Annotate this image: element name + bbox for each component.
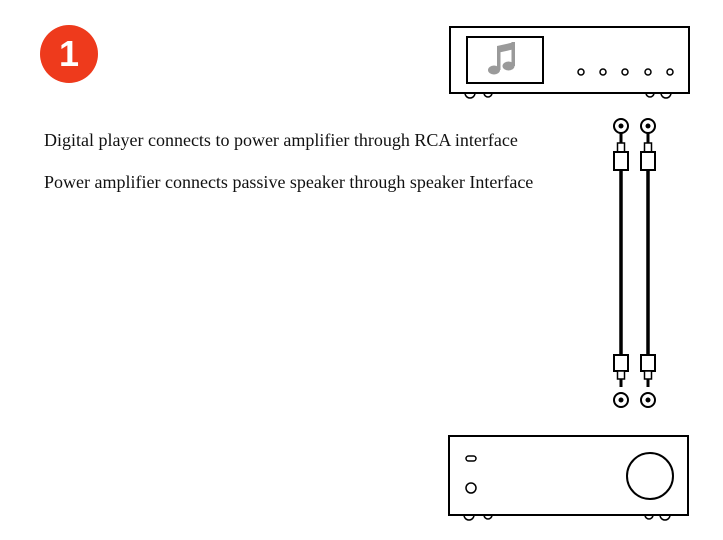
power-amplifier-device bbox=[448, 435, 689, 521]
power-switch-icon bbox=[465, 455, 477, 462]
caption-rca-connection: Digital player connects to power amplifi… bbox=[44, 130, 518, 150]
player-display bbox=[466, 36, 544, 84]
music-note-icon bbox=[488, 42, 515, 75]
player-button-dots bbox=[577, 68, 674, 76]
digital-player-device bbox=[449, 26, 690, 99]
rca-cable-left bbox=[613, 133, 629, 387]
rca-input-jacks bbox=[613, 392, 656, 408]
amplifier-feet bbox=[463, 514, 671, 521]
rca-output-jacks bbox=[613, 118, 656, 134]
headphone-jack-icon bbox=[465, 482, 477, 494]
step-number-badge: 1 bbox=[40, 25, 98, 83]
player-feet bbox=[464, 92, 672, 99]
rca-cable-right bbox=[640, 133, 656, 387]
caption-speaker-connection: Power amplifier connects passive speaker… bbox=[44, 172, 534, 192]
volume-knob-icon bbox=[626, 452, 674, 500]
